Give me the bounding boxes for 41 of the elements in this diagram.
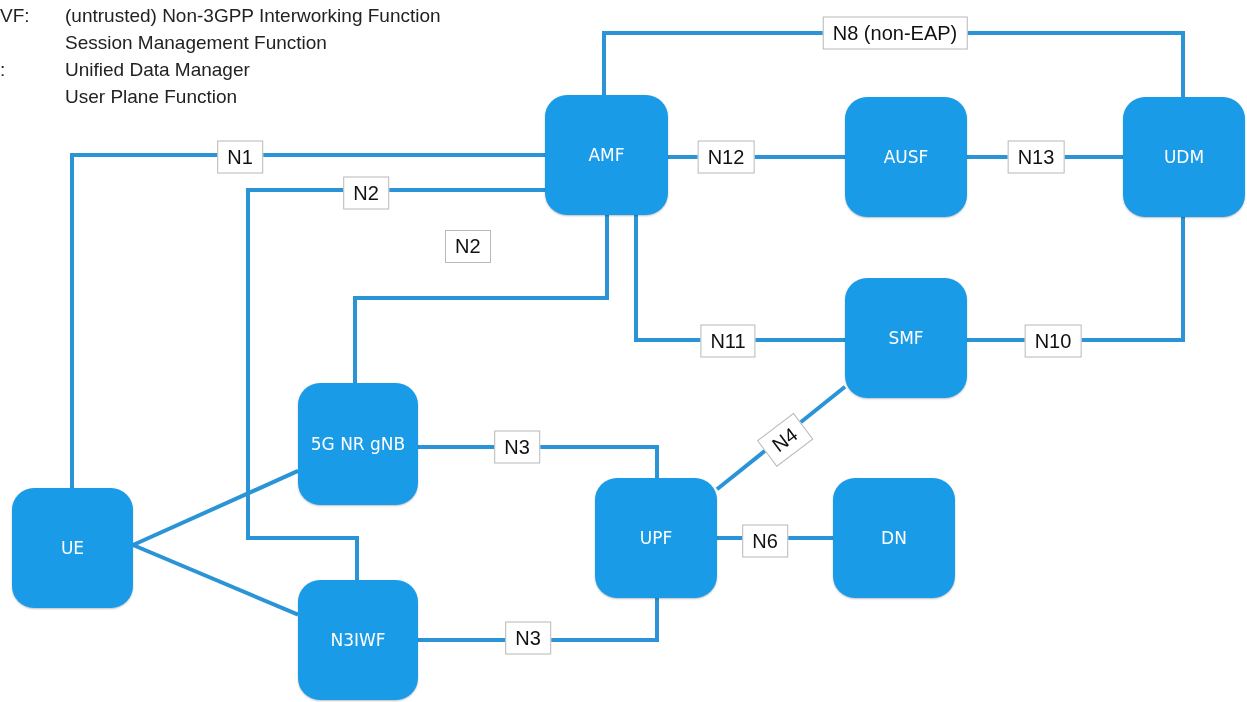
network-function-box — [12, 488, 133, 608]
node-label: SMF — [888, 326, 924, 350]
edge-label: N2 — [343, 176, 389, 210]
edge-label: N13 — [1007, 140, 1065, 174]
network-function-box — [1123, 97, 1245, 217]
node-label: AUSF — [883, 145, 929, 169]
network-function-box — [545, 95, 668, 215]
network-function-box — [833, 478, 955, 598]
network-function-box — [595, 478, 717, 598]
edge-label: N12 — [697, 140, 755, 174]
legend-text: Session Management Function — [65, 32, 327, 54]
network-function-box — [298, 580, 418, 700]
legend-text: Unified Data Manager — [65, 59, 250, 81]
edge-label: N6 — [742, 524, 788, 558]
connector-line — [70, 153, 545, 488]
connector-line — [353, 215, 609, 383]
node-label: UPF — [639, 526, 673, 550]
legend-text: VF: — [0, 5, 30, 27]
legend-text: User Plane Function — [65, 86, 238, 108]
network-function-box — [298, 383, 418, 505]
edge-label: N1 — [217, 140, 263, 174]
interface-label: N2 — [445, 230, 491, 263]
node-label: DN — [881, 526, 907, 550]
edge-label: N8 (non-EAP) — [822, 16, 968, 50]
network-function-box — [845, 97, 967, 217]
edge-label: N3 — [494, 430, 540, 464]
node-label: N3IWF — [330, 628, 386, 652]
node-label: UE — [60, 536, 85, 560]
edge-label: N4 — [756, 413, 814, 467]
connector-line — [132, 469, 299, 547]
connector-line — [246, 188, 545, 580]
node-label: AMF — [588, 143, 625, 167]
legend-text: : — [0, 59, 6, 81]
network-function-box — [845, 278, 967, 398]
edge-label: N11 — [700, 324, 756, 358]
node-label: UDM — [1163, 145, 1205, 169]
edge-label: N10 — [1024, 324, 1082, 358]
connector-line — [132, 543, 299, 617]
node-label: 5G NR gNB — [310, 432, 406, 456]
edge-label: N3 — [505, 621, 551, 655]
legend-text: (untrusted) Non-3GPP Interworking Function — [65, 5, 441, 27]
